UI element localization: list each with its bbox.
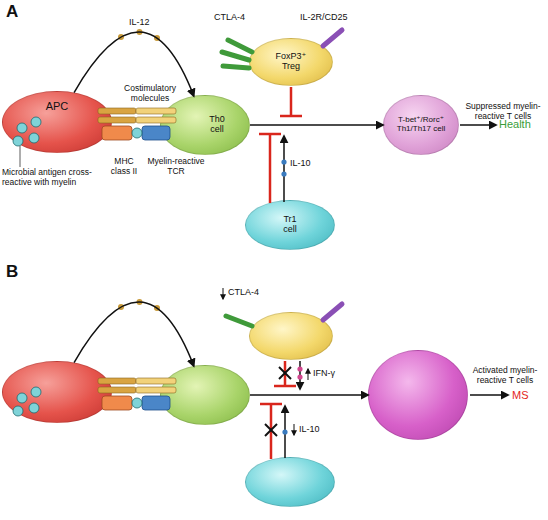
inhibition-bar xyxy=(260,403,282,406)
antigen-particle xyxy=(29,403,39,413)
apc-cell: APC xyxy=(2,91,112,153)
molecule-label: IL-2R/CD25 xyxy=(300,12,348,22)
antigen-particle xyxy=(29,133,39,143)
molecule-label: Myelin-reactive TCR xyxy=(143,157,209,177)
inhibition-line xyxy=(284,361,287,386)
cell-label: Th0 cell xyxy=(206,115,228,135)
outcome-note: Activated myelin-reactive T cells xyxy=(462,366,548,386)
outcome-label: Health xyxy=(499,118,531,131)
ctla4-receptor xyxy=(226,316,252,326)
pathway-arrow xyxy=(250,124,383,126)
pathway-arrow xyxy=(250,394,368,396)
tcr-molecule xyxy=(142,396,170,410)
costimulatory-bar xyxy=(98,378,136,384)
cd25-receptor xyxy=(323,30,342,46)
cytokine-dot xyxy=(137,29,143,35)
ctla4-receptor xyxy=(222,52,249,60)
costimulatory-bar xyxy=(136,378,176,384)
molecule-label: CTLA-4 xyxy=(214,12,245,22)
cytokine-label: IL-10 xyxy=(290,158,311,168)
cytokine-label: IL-10 xyxy=(299,424,320,434)
tcr-molecule xyxy=(142,126,170,140)
mhc-molecule xyxy=(102,126,132,140)
cytokine-arrow xyxy=(283,136,285,202)
cell-label: T-bet⁺/Rorc⁺ Th1/Th17 cell xyxy=(396,116,446,134)
antigen-particle xyxy=(17,393,27,403)
antigen-particle xyxy=(132,128,142,138)
antigen-particle xyxy=(31,117,41,127)
treg-cell: FoxP3⁺ Treg xyxy=(249,38,333,86)
th0-cell xyxy=(160,365,250,425)
cytokine-dot xyxy=(297,374,302,379)
cytokine-label: IL-12 xyxy=(129,17,150,27)
molecule-label: MHC class II xyxy=(106,157,142,177)
antigen-particle xyxy=(13,136,23,146)
block-cross xyxy=(279,367,291,379)
block-cross xyxy=(265,424,277,436)
cytokine-arrow xyxy=(299,361,301,389)
antigen-particle xyxy=(17,123,27,133)
cytokine-dot xyxy=(281,171,286,176)
outcome-arrow xyxy=(460,124,496,126)
cytokine-dot xyxy=(281,159,286,164)
connector-layer xyxy=(74,32,383,395)
inhibition-line xyxy=(290,87,293,116)
block-cross xyxy=(279,367,291,379)
inhibition-bar xyxy=(259,133,281,136)
molecule-label: CTLA-4 xyxy=(228,287,259,297)
antigen-particle xyxy=(132,398,142,408)
cytokine-label: IFN-γ xyxy=(313,368,335,378)
effector-cell: T-bet⁺/Rorc⁺ Th1/Th17 cell xyxy=(383,95,459,155)
outcome-note: Suppressed myelin-reactive T cells xyxy=(458,102,548,122)
inhibition-bar xyxy=(280,115,302,118)
th0-cell: Th0 cell xyxy=(160,95,250,155)
antigen-particle xyxy=(31,387,41,397)
ctla4-receptor xyxy=(223,66,249,68)
activated-cell xyxy=(368,350,468,440)
decrease-arrow xyxy=(294,424,295,435)
cytokine-dot xyxy=(297,366,302,371)
inhibition-line xyxy=(269,134,272,203)
costimulatory-bar xyxy=(136,387,176,393)
block-cross xyxy=(265,424,277,436)
cd25-receptor xyxy=(323,304,342,320)
cytokine-dot xyxy=(137,299,143,305)
cytokine-arrow xyxy=(284,406,286,458)
decrease-arrow xyxy=(223,288,224,299)
mhc-molecule xyxy=(102,396,132,410)
pathway-arrow xyxy=(74,32,194,96)
cytokine-dot xyxy=(282,429,287,434)
cytokine-dot xyxy=(154,35,160,41)
costimulatory-bar xyxy=(136,108,176,114)
costimulatory-bar xyxy=(98,387,136,393)
cytokine-dot xyxy=(118,304,124,310)
ctla4-receptor xyxy=(228,40,252,52)
inhibition-line xyxy=(270,404,273,459)
cytokine-dot xyxy=(118,34,124,40)
annotation-label: Microbial antigen cross-reactive with my… xyxy=(2,168,120,188)
cell-label: Tr1 cell xyxy=(279,215,301,235)
cell-label: APC xyxy=(46,100,69,112)
costimulatory-bar xyxy=(98,117,136,123)
tr1-cell xyxy=(245,457,335,507)
apc-cell xyxy=(2,361,112,423)
costimulatory-bar xyxy=(136,117,176,123)
panel-letter: B xyxy=(6,262,18,282)
panel-letter: A xyxy=(6,2,18,22)
antigen-particle xyxy=(13,406,23,416)
cytokine-dot xyxy=(154,305,160,311)
inhibition-bar xyxy=(274,385,296,388)
leader-line xyxy=(20,146,21,167)
increase-arrow xyxy=(308,369,309,380)
pathway-arrow xyxy=(74,302,194,366)
tr1-cell: Tr1 cell xyxy=(245,200,335,250)
treg-cell xyxy=(249,312,333,360)
outcome-label: MS xyxy=(512,389,529,402)
cell-label: FoxP3⁺ Treg xyxy=(271,52,311,72)
outcome-arrow xyxy=(470,394,508,396)
costimulatory-bar xyxy=(98,108,136,114)
